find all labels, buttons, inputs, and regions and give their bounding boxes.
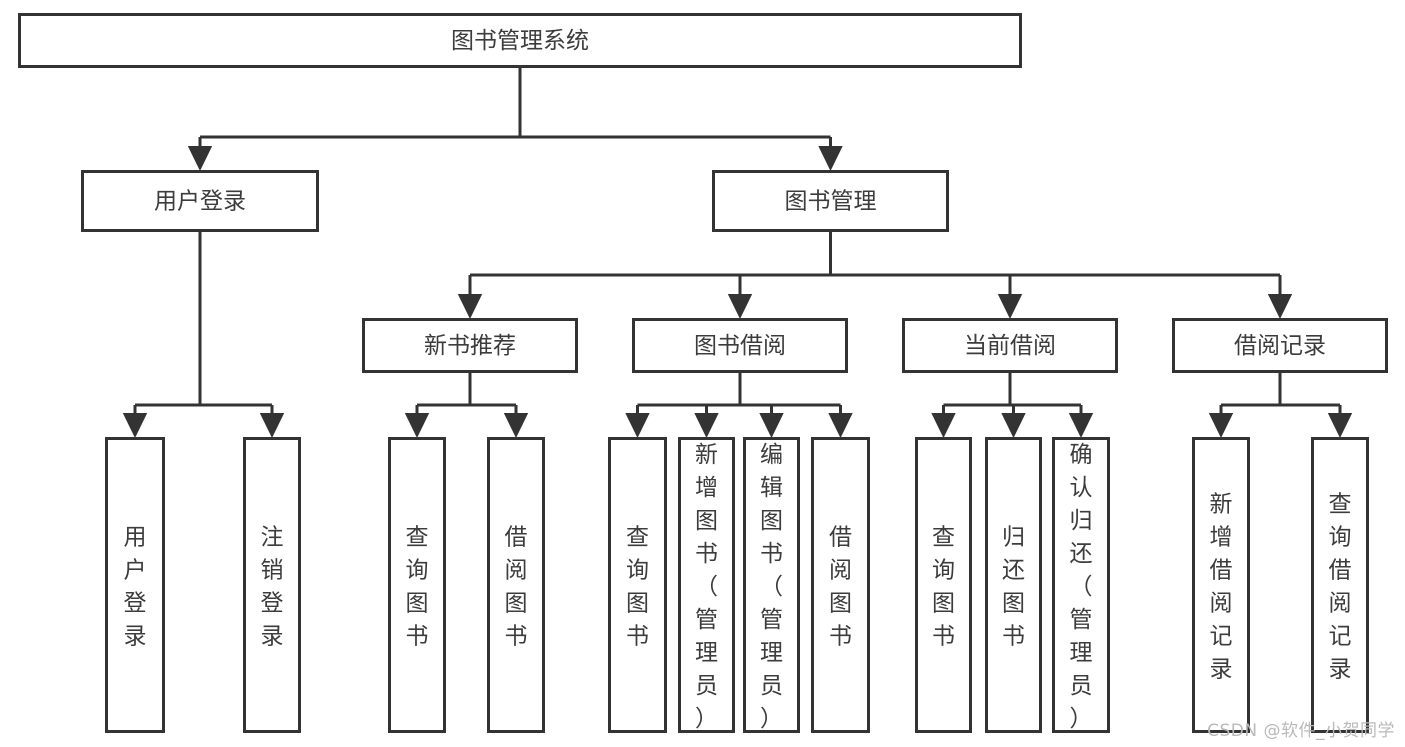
node-box: [915, 437, 972, 733]
node-l2-records[interactable]: 借阅记录: [1172, 318, 1388, 373]
node-label: 借阅记录: [1234, 333, 1326, 359]
node-box: [902, 318, 1118, 373]
node-l3-addbook[interactable]: 新增图书（管理员）: [678, 437, 735, 733]
node-l3-querybook3[interactable]: 查询图书: [915, 437, 972, 733]
node-l3-queryrecord[interactable]: 查询借阅记录: [1311, 437, 1369, 733]
node-label: 编辑图书（管理员）: [760, 442, 783, 732]
node-box: [18, 13, 1022, 68]
node-label: 图书借阅: [694, 333, 786, 359]
node-box: [985, 437, 1042, 733]
node-label: 查询图书: [626, 525, 649, 650]
watermark: CSDN @软件_小贺同学: [1207, 721, 1395, 741]
node-label: 查询图书: [932, 525, 955, 650]
node-label: 借阅图书: [505, 525, 528, 650]
node-box: [712, 170, 949, 232]
node-l3-addrecord[interactable]: 新增借阅记录: [1192, 437, 1250, 733]
node-l3-borrowbook2[interactable]: 借阅图书: [811, 437, 870, 733]
node-l3-returnbook[interactable]: 归还图书: [985, 437, 1042, 733]
node-box: [632, 318, 848, 373]
node-box: [487, 437, 545, 733]
node-label: 当前借阅: [964, 333, 1056, 359]
node-label: 查询借阅记录: [1329, 492, 1352, 683]
node-label: 注销登录: [261, 525, 284, 650]
node-label: 借阅图书: [829, 525, 852, 650]
node-box: [1052, 437, 1110, 733]
node-l3-querybook1[interactable]: 查询图书: [388, 437, 446, 733]
node-label: 图书管理: [785, 189, 877, 215]
node-label: 新增借阅记录: [1210, 492, 1233, 683]
node-box: [105, 437, 165, 733]
node-label: 用户登录: [124, 525, 147, 650]
node-box: [678, 437, 735, 733]
node-label: 确认归还（管理员）: [1070, 442, 1093, 732]
node-l3-logout[interactable]: 注销登录: [243, 437, 301, 733]
node-box: [743, 437, 800, 733]
node-l2-borrow[interactable]: 图书借阅: [632, 318, 848, 373]
node-box: [811, 437, 870, 733]
node-l3-userlogin[interactable]: 用户登录: [105, 437, 165, 733]
node-box: [388, 437, 446, 733]
node-label: 用户登录: [154, 189, 246, 215]
node-l3-borrowbook1[interactable]: 借阅图书: [487, 437, 545, 733]
node-l3-confirm[interactable]: 确认归还（管理员）: [1052, 437, 1110, 733]
node-l3-querybook2[interactable]: 查询图书: [608, 437, 667, 733]
nodes-layer: 图书管理系统用户登录图书管理新书推荐图书借阅当前借阅借阅记录用户登录注销登录查询…: [18, 13, 1388, 733]
node-l1-books[interactable]: 图书管理: [712, 170, 949, 232]
node-label: 图书管理系统: [451, 28, 589, 54]
node-box: [362, 318, 578, 373]
node-l1-login[interactable]: 用户登录: [81, 170, 319, 232]
node-label: 查询图书: [406, 525, 429, 650]
edges-layer: [122, 68, 1353, 438]
node-box: [1192, 437, 1250, 733]
node-label: 新增图书（管理员）: [695, 442, 718, 732]
node-l3-editbook[interactable]: 编辑图书（管理员）: [743, 437, 800, 733]
node-box: [243, 437, 301, 733]
node-box: [1311, 437, 1369, 733]
node-label: 归还图书: [1002, 525, 1025, 650]
node-label: 新书推荐: [424, 333, 516, 359]
node-box: [81, 170, 319, 232]
node-box: [608, 437, 667, 733]
node-l2-current[interactable]: 当前借阅: [902, 318, 1118, 373]
node-box: [1172, 318, 1388, 373]
node-root[interactable]: 图书管理系统: [18, 13, 1022, 68]
node-l2-newrec[interactable]: 新书推荐: [362, 318, 578, 373]
